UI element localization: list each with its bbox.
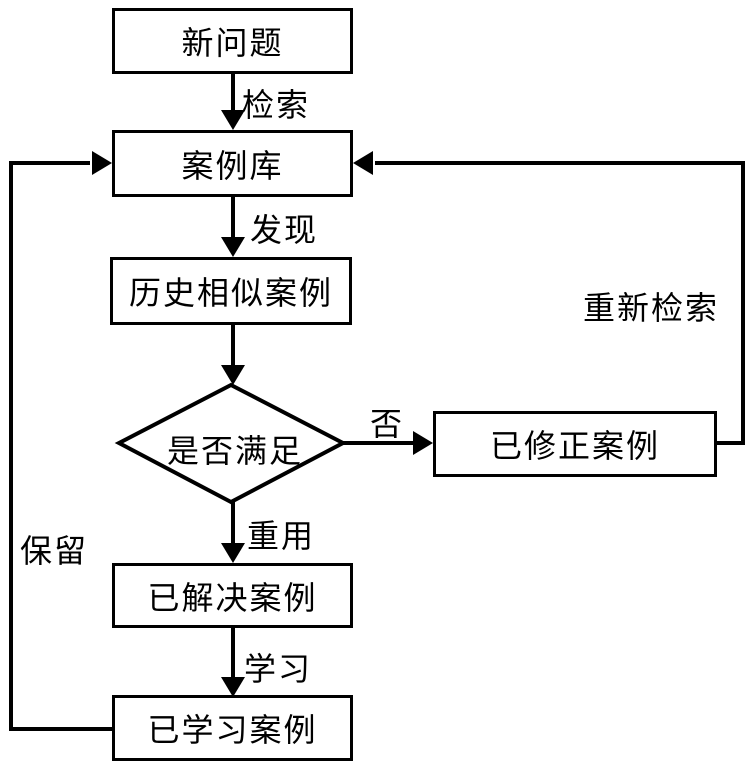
node-historical-similar-case: 历史相似案例 (110, 257, 352, 325)
node-case-library-label: 案例库 (181, 147, 284, 184)
node-solved-case-label: 已解决案例 (147, 579, 318, 616)
arrowhead-re-retrieve (353, 151, 373, 175)
arrowhead-retrieve (221, 110, 245, 130)
arrowhead-learn (221, 677, 245, 697)
arrowhead-to-decision (221, 365, 245, 385)
edge-label-no: 否 (370, 406, 405, 442)
arrow-re-retrieve-line (375, 161, 745, 445)
edge-label-reuse: 重用 (247, 518, 316, 554)
node-revised-case-label: 已修正案例 (489, 428, 660, 464)
edge-label-retrieve: 检索 (242, 87, 311, 123)
arrowhead-discover (221, 237, 245, 257)
edge-label-discover: 发现 (250, 212, 319, 248)
node-learned-case-label: 已学习案例 (147, 712, 318, 748)
arrowhead-no (413, 431, 433, 455)
edge-label-re-retrieve: 重新检索 (583, 290, 720, 326)
node-new-problem: 新问题 (112, 8, 353, 74)
node-revised-case: 已修正案例 (433, 411, 717, 477)
arrowhead-reuse (221, 543, 245, 563)
node-learned-case: 已学习案例 (112, 695, 353, 761)
node-decision-label: 是否满足 (166, 433, 303, 469)
decision-diamond-shape (114, 382, 348, 505)
arrow-retain-line (9, 161, 112, 731)
edge-label-retain: 保留 (20, 533, 89, 569)
node-historical-similar-case-label: 历史相似案例 (128, 275, 333, 311)
arrowhead-retain (92, 151, 112, 175)
node-new-problem-label: 新问题 (181, 25, 284, 61)
edge-label-learn: 学习 (244, 651, 313, 687)
node-solved-case: 已解决案例 (112, 563, 353, 628)
node-case-library: 案例库 (112, 130, 353, 197)
